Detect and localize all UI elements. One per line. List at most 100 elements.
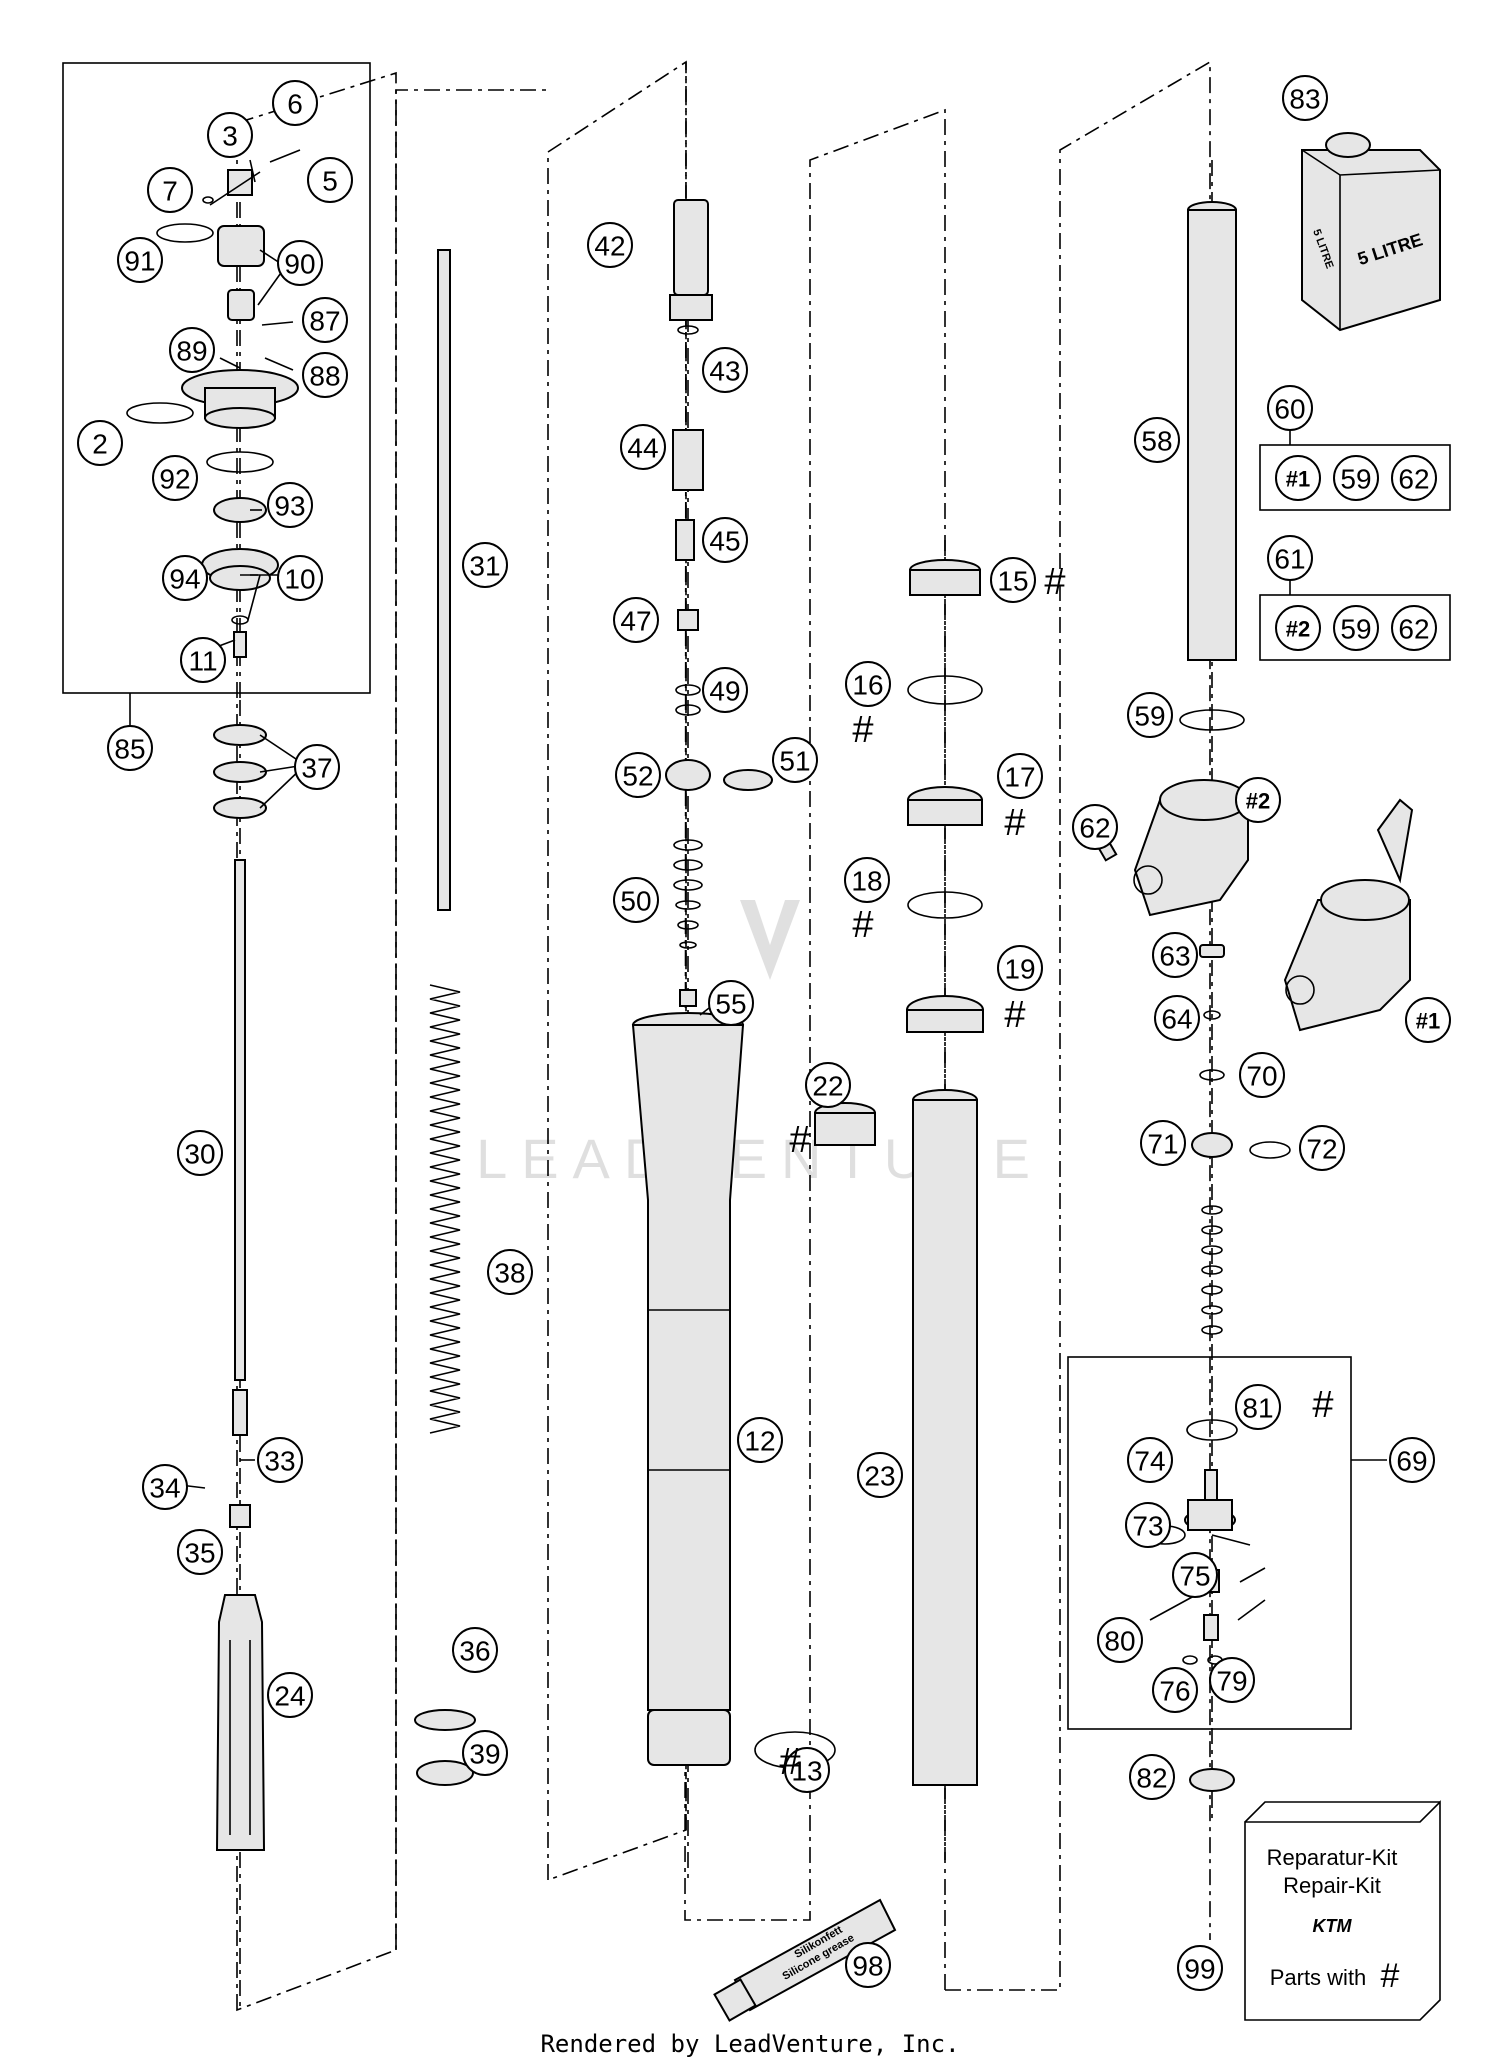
callout-label: 64 (1161, 1004, 1192, 1035)
svg-text:Parts with: Parts with (1270, 1965, 1367, 1990)
callout-label: 12 (744, 1426, 775, 1457)
cartridge-parts (665, 199, 773, 1007)
callout-label: 99 (1184, 1954, 1215, 1985)
callout-87: 87 (302, 297, 348, 343)
callout-label: 16 (852, 670, 883, 701)
callout-label: 73 (1132, 1511, 1163, 1542)
footer-credit: Rendered by LeadVenture, Inc. (540, 2030, 960, 2058)
callout-7: 7 (147, 167, 193, 213)
svg-text:#2: #2 (1246, 789, 1270, 814)
callout-47: 47 (613, 597, 659, 643)
right-tube (1179, 201, 1245, 731)
callout-label: 39 (469, 1739, 500, 1770)
callout-label: 23 (864, 1461, 895, 1492)
callout-label: 30 (184, 1139, 215, 1170)
callout-label: 17 (1004, 762, 1035, 793)
callout-label: 35 (184, 1538, 215, 1569)
callout-label: 31 (469, 551, 500, 582)
kit-61-item: #2 (1275, 605, 1321, 651)
callout-label: 90 (284, 249, 315, 280)
callout-79: 79 (1209, 1657, 1255, 1703)
callout-90: 90 (277, 240, 323, 286)
callout-label: 24 (274, 1681, 305, 1712)
kit-60-item: 62 (1391, 455, 1437, 501)
callout-label: 36 (459, 1636, 490, 1667)
kit-61-item: 62 (1391, 605, 1437, 651)
callout-label: 2 (92, 429, 108, 460)
callout-label: 34 (149, 1473, 180, 1504)
callout-82: 82 (1129, 1754, 1175, 1800)
callout-33: 33 (257, 1437, 303, 1483)
callout-49: 49 (702, 667, 748, 713)
right-damper-parts (1144, 944, 1291, 1792)
callout-55: 55 (708, 980, 754, 1026)
callout-label: 19 (1004, 954, 1035, 985)
callout-label: 69 (1396, 1446, 1427, 1477)
callout-label: 50 (620, 886, 651, 917)
callout-label: 87 (309, 306, 340, 337)
svg-text:59: 59 (1340, 614, 1371, 645)
callout-72: 72 (1299, 1125, 1345, 1171)
callout-label: 44 (627, 433, 658, 464)
callout-label: 51 (779, 746, 810, 777)
callout-36: 36 (452, 1627, 498, 1673)
callout-label: 49 (709, 676, 740, 707)
spring-and-rod (414, 249, 476, 1786)
callout-label: 98 (852, 1951, 883, 1982)
callout-10: 10 (277, 555, 323, 601)
callout-label: 88 (309, 361, 340, 392)
callout-12: 12 (737, 1417, 783, 1463)
callout-2: 2 (77, 420, 123, 466)
callout-label: 75 (1179, 1561, 1210, 1592)
callout-17: 17 (997, 753, 1043, 799)
variant-marker-1: #1 (1405, 997, 1451, 1043)
callout-71: 71 (1140, 1120, 1186, 1166)
callout-label: 6 (287, 89, 303, 120)
callout-label: 7 (162, 176, 178, 207)
callout-34: 34 (142, 1464, 188, 1510)
callout-59: 59 (1127, 692, 1173, 738)
callout-91: 91 (117, 237, 163, 283)
repair-kit-box: Reparatur-Kit Repair-Kit KTM Parts with … (1244, 1800, 1441, 2021)
axle-clamp-2 (1084, 779, 1249, 917)
callout-label: 59 (1134, 701, 1165, 732)
svg-text:#1: #1 (1286, 467, 1310, 492)
callout-label: 3 (222, 121, 238, 152)
callout-label: 22 (812, 1071, 843, 1102)
callout-98: 98 (845, 1942, 891, 1988)
svg-text:#: # (1381, 1957, 1400, 1995)
callout-label: 55 (715, 989, 746, 1020)
bushing-22-body (814, 1112, 876, 1146)
svg-text:KTM: KTM (1313, 1916, 1353, 1936)
callout-label: 38 (494, 1258, 525, 1289)
callout-label: 43 (709, 356, 740, 387)
callout-85: 85 (107, 725, 153, 771)
kit-61-item: 59 (1333, 605, 1379, 651)
callout-label: 79 (1216, 1666, 1247, 1697)
callout-23: 23 (857, 1452, 903, 1498)
hash-marker: # (779, 1741, 800, 1783)
callout-label: 74 (1134, 1446, 1165, 1477)
callout-92: 92 (152, 455, 198, 501)
callout-label: 33 (264, 1446, 295, 1477)
group-box-69 (1067, 1356, 1352, 1730)
callout-42: 42 (587, 222, 633, 268)
hash-marker: # (1044, 561, 1065, 603)
callout-35: 35 (177, 1529, 223, 1575)
callout-30: 30 (177, 1130, 223, 1176)
callout-80: 80 (1097, 1617, 1143, 1663)
callout-label: 80 (1104, 1626, 1135, 1657)
callout-60: 60 (1267, 385, 1313, 431)
assembly-outline-2 (395, 89, 548, 1950)
callout-label: 81 (1242, 1393, 1273, 1424)
callout-5: 5 (307, 157, 353, 203)
callout-99: 99 (1177, 1945, 1223, 1991)
callout-69: 69 (1389, 1437, 1435, 1483)
hash-marker: # (1004, 802, 1025, 844)
callout-50: 50 (613, 877, 659, 923)
svg-text:Repair-Kit: Repair-Kit (1283, 1873, 1381, 1898)
callout-52: 52 (615, 752, 661, 798)
callout-label: 52 (622, 761, 653, 792)
callout-88: 88 (302, 352, 348, 398)
callout-18: 18 (844, 857, 890, 903)
